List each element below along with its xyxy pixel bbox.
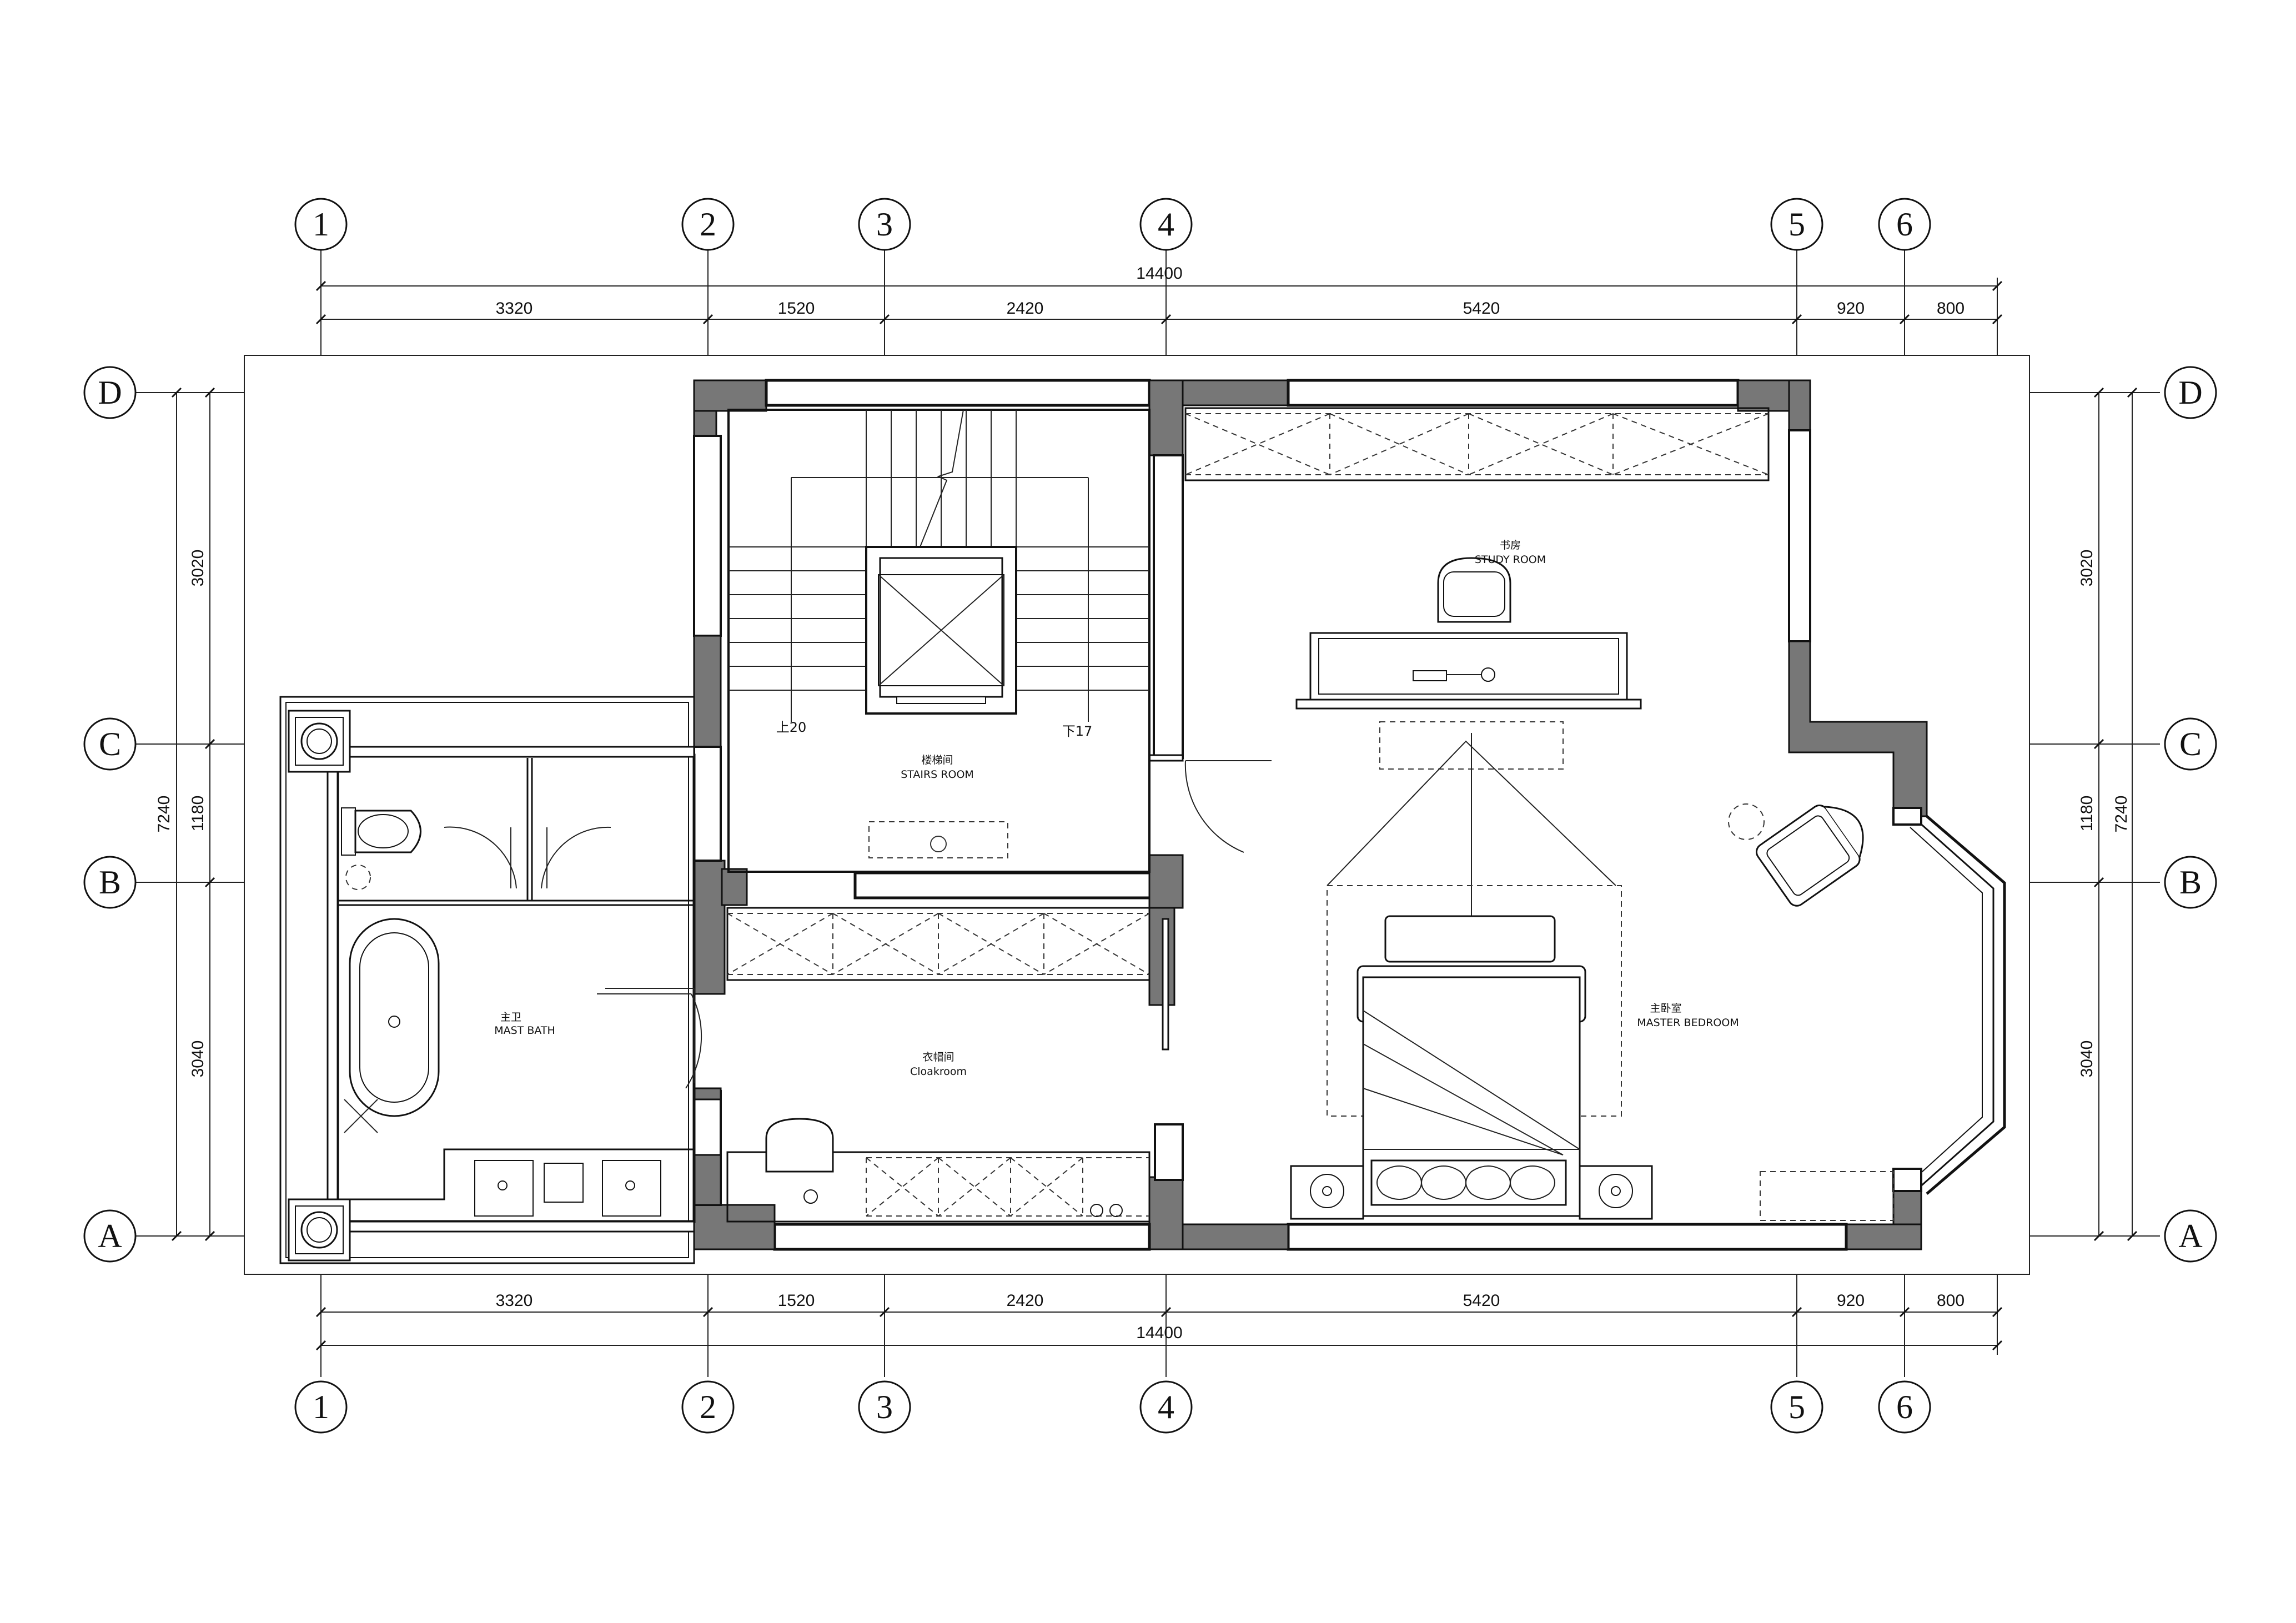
exterior-walls [693, 379, 2006, 1251]
left-dim-segment: 1180 [189, 796, 207, 832]
grid-bubble-top-3: 3 [858, 198, 911, 251]
grid-bubble-bottom-4: 4 [1139, 1380, 1193, 1434]
svg-text:4: 4 [1158, 1389, 1174, 1425]
left-dimension-lines [171, 387, 215, 1242]
stairs-room-label-cn: 楼梯间 [921, 754, 953, 766]
bottom-dim-segment: 1520 [778, 1292, 815, 1310]
top-dim-segment: 2420 [1007, 299, 1044, 318]
vertical-grid-lines [320, 247, 1998, 1377]
stairs-room-label-en: STAIRS ROOM [901, 768, 974, 781]
bath-label-en: MAST BATH [494, 1024, 555, 1037]
svg-text:A: A [98, 1218, 122, 1254]
top-dimension-segments: 3320 1520 2420 5420 920 800 [496, 299, 1965, 318]
left-dimension-total: 7240 [155, 796, 173, 833]
grid-bubble-right-D: D [2164, 366, 2217, 419]
svg-text:5: 5 [1788, 206, 1805, 243]
svg-text:3: 3 [876, 1389, 893, 1425]
cloakroom-label-cn: 衣帽间 [922, 1051, 954, 1063]
svg-text:B: B [99, 864, 121, 901]
grid-bubble-top-5: 5 [1770, 198, 1823, 251]
study-room-label-cn: 书房 [1500, 539, 1521, 551]
grid-bubble-top-1: 1 [294, 198, 348, 251]
stairs-down-label: 下17 [1062, 723, 1093, 739]
grid-bubble-bottom-3: 3 [858, 1380, 911, 1434]
bath-fixtures [339, 807, 695, 1217]
grid-bubble-right-B: B [2164, 856, 2217, 909]
drawing-frame [244, 355, 2030, 1275]
top-dimension-lines [315, 280, 2003, 325]
right-dim-segment: 3020 [2078, 550, 2096, 587]
grid-bubble-bottom-6: 6 [1878, 1380, 1931, 1434]
master-bedroom-label-en: MASTER BEDROOM [1637, 1017, 1739, 1029]
bath-label-cn: 主卫 [500, 1011, 521, 1023]
bottom-dim-segment: 2420 [1007, 1292, 1044, 1310]
bottom-dimension-lines [315, 1307, 2003, 1351]
top-dim-segment: 800 [1937, 299, 1965, 318]
grid-bubble-top-2: 2 [681, 198, 735, 251]
study-room-label-en: STUDY ROOM [1475, 554, 1546, 566]
svg-text:D: D [98, 374, 122, 411]
svg-text:3: 3 [876, 206, 893, 243]
svg-text:A: A [2178, 1218, 2202, 1254]
svg-text:B: B [2179, 864, 2202, 901]
svg-text:2: 2 [700, 206, 716, 243]
svg-text:C: C [99, 726, 121, 762]
top-dim-segment: 920 [1837, 299, 1865, 318]
bottom-dim-segment: 3320 [496, 1292, 533, 1310]
grid-bubble-bottom-2: 2 [681, 1380, 735, 1434]
svg-text:5: 5 [1788, 1389, 1805, 1425]
staircase [727, 409, 1150, 873]
svg-text:1: 1 [313, 1389, 329, 1425]
study-furniture [1184, 407, 1864, 955]
grid-bubble-left-D: D [83, 366, 137, 419]
grid-bubble-bottom-1: 1 [294, 1380, 348, 1434]
top-dim-segment: 3320 [496, 299, 533, 318]
grid-bubble-top-4: 4 [1139, 198, 1193, 251]
left-dim-segment: 3040 [189, 1041, 207, 1078]
left-dim-segment: 3020 [189, 550, 207, 587]
bottom-dim-segment: 800 [1937, 1292, 1965, 1310]
bottom-dim-segment: 5420 [1463, 1292, 1500, 1310]
bath-walls [279, 696, 696, 1264]
top-dim-segment: 1520 [778, 299, 815, 318]
cloakroom-furniture [597, 760, 1272, 1223]
grid-bubble-right-A: A [2164, 1209, 2217, 1263]
bottom-dim-segment: 920 [1837, 1292, 1865, 1310]
svg-text:2: 2 [700, 1389, 716, 1425]
svg-text:D: D [2178, 374, 2202, 411]
svg-text:C: C [2179, 726, 2202, 762]
bottom-dimension-segments: 3320 1520 2420 5420 920 800 [496, 1292, 1965, 1310]
cloakroom-label-en: Cloakroom [910, 1066, 967, 1078]
top-dimension-total: 14400 [1136, 264, 1182, 283]
svg-text:1: 1 [313, 206, 329, 243]
svg-text:4: 4 [1158, 206, 1174, 243]
stairs-up-label: 上20 [776, 720, 807, 735]
grid-bubble-top-6: 6 [1878, 198, 1931, 251]
horizontal-grid-lines [136, 392, 2160, 1237]
grid-bubble-left-B: B [83, 856, 137, 909]
right-dimension-total: 7240 [2112, 796, 2131, 833]
svg-text:6: 6 [1896, 1389, 1913, 1425]
grid-bubble-left-C: C [83, 717, 137, 771]
right-dimension-lines [2093, 387, 2138, 1242]
svg-text:6: 6 [1896, 206, 1913, 243]
bottom-dimension-total: 14400 [1136, 1324, 1182, 1342]
right-dim-segment: 3040 [2078, 1041, 2096, 1078]
right-dim-segment: 1180 [2078, 796, 2096, 832]
master-bedroom-furniture [1290, 885, 1894, 1221]
master-bedroom-label-cn: 主卧室 [1650, 1002, 1681, 1014]
grid-bubble-left-A: A [83, 1209, 137, 1263]
top-dim-segment: 5420 [1463, 299, 1500, 318]
grid-bubble-right-C: C [2164, 717, 2217, 771]
grid-bubble-bottom-5: 5 [1770, 1380, 1823, 1434]
